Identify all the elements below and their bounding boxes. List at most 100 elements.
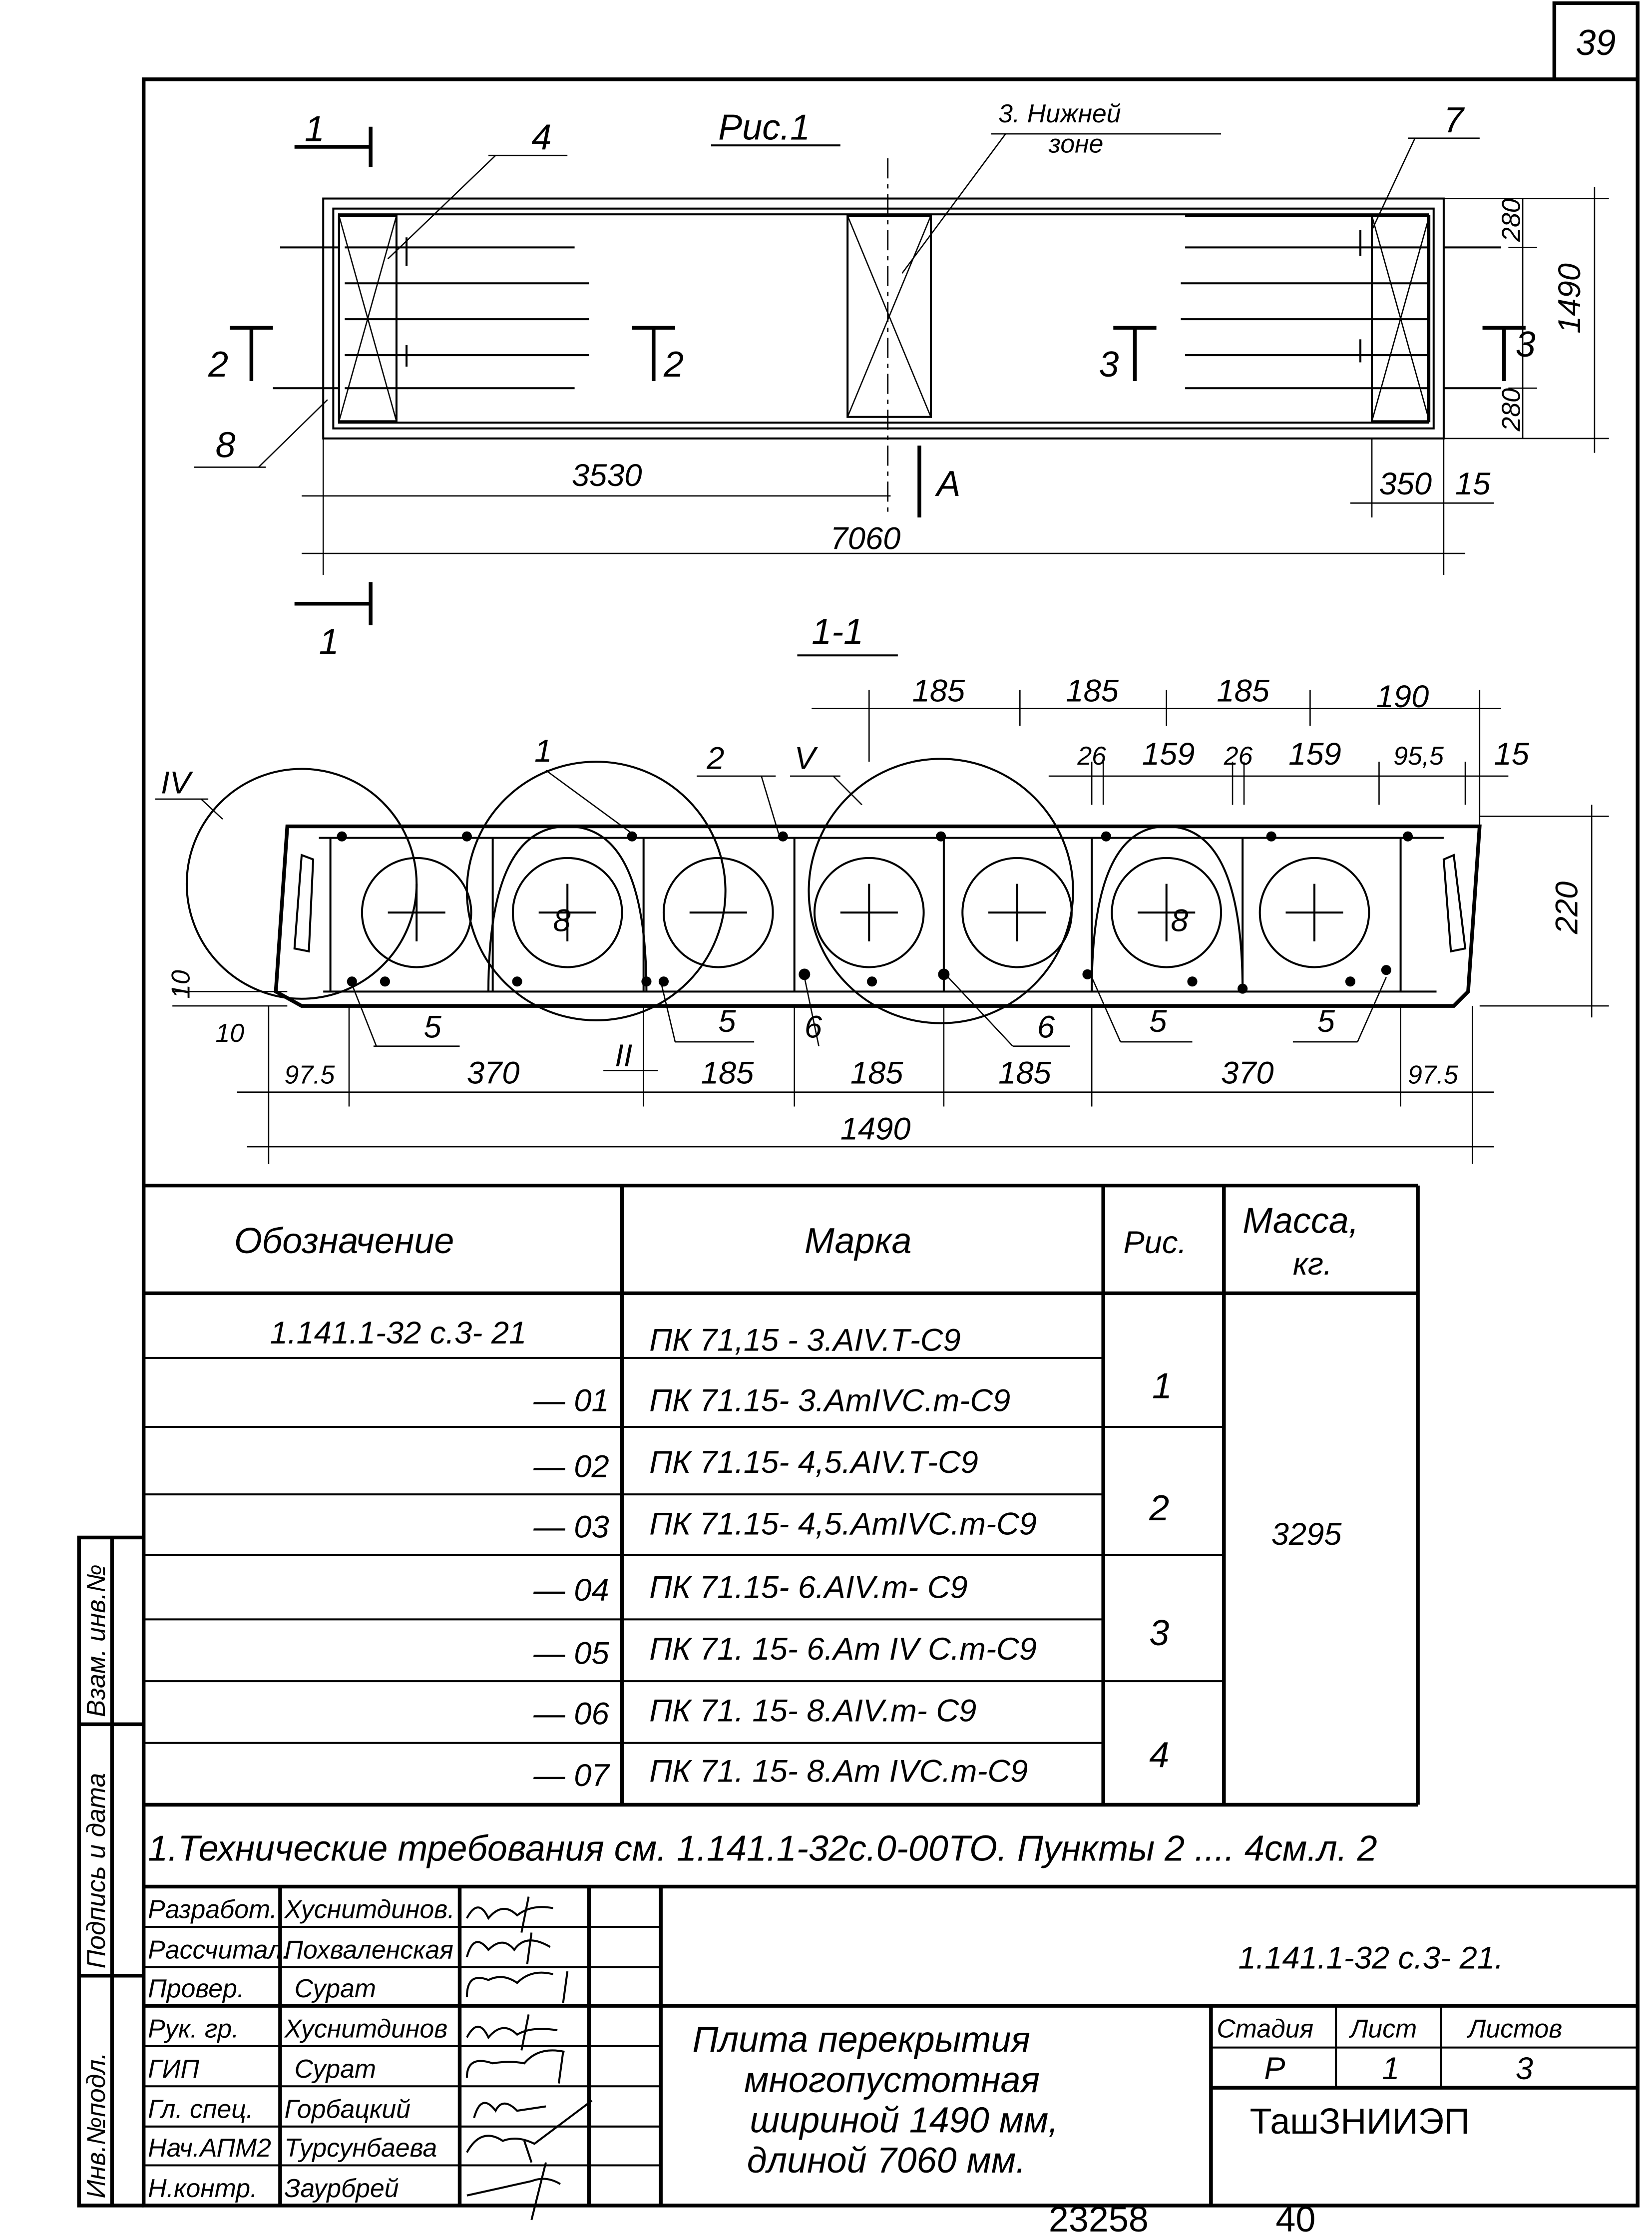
callout-8-left: 8 xyxy=(553,903,570,938)
row-mark: ПК 71.15- 3.АтIVС.т-С9 xyxy=(649,1383,1010,1418)
plan-title: Рис.1 xyxy=(718,108,810,148)
person-name: Похваленская xyxy=(285,1935,453,1964)
row-designation: — 03 xyxy=(533,1509,609,1544)
figure-cell: 3 xyxy=(1149,1613,1169,1653)
role-label: Гл. спец. xyxy=(148,2095,253,2124)
edge-dim-10-horizontal: 10 xyxy=(215,1018,244,1047)
document-code: 1.141.1-32 с.3- 21. xyxy=(1239,1940,1504,1975)
row-designation: — 01 xyxy=(533,1383,609,1418)
callout-5-c: 5 xyxy=(1149,1004,1167,1039)
row-mark: ПК 71. 15- 8.Ат IVС.т-С9 xyxy=(649,1754,1028,1789)
callout-6-b: 6 xyxy=(1037,1009,1055,1044)
dim-1490: 1490 xyxy=(1552,263,1587,334)
mass-cell: 3295 xyxy=(1271,1517,1342,1552)
callout-5-a: 5 xyxy=(424,1009,442,1044)
row-mark: ПК 71.15- 4,5.АтIVС.т-С9 xyxy=(649,1507,1037,1542)
sub-dim-95-5: 95,5 xyxy=(1393,741,1444,770)
callout-5-b: 5 xyxy=(718,1004,736,1039)
row-designation: — 07 xyxy=(533,1758,610,1793)
plan-view: Рис.1 3. Нижней зоне xyxy=(194,99,1609,662)
dim-280-top: 280 xyxy=(1496,198,1525,242)
row-mark: ПК 71.15- 4,5.АIV.Т-С9 xyxy=(649,1445,978,1480)
total-dim-1490: 1490 xyxy=(840,1112,911,1147)
sheets-value: 3 xyxy=(1516,2051,1533,2086)
header-mass-unit: кг. xyxy=(1293,1247,1332,1282)
callout-detail-iv: IV xyxy=(161,765,194,800)
dim-280-bottom: 280 xyxy=(1496,388,1525,432)
dim-15: 15 xyxy=(1455,466,1491,501)
row-designation: — 05 xyxy=(533,1636,609,1671)
role-label: Разработ. xyxy=(148,1895,277,1924)
row-designation: — 02 xyxy=(533,1449,609,1484)
edge-dim-10-vertical: 10 xyxy=(166,970,195,999)
section-mark-3-right: 3 xyxy=(1516,325,1536,365)
side-strip: Взам. инв.№ Подпись и дата Инв.№подл. xyxy=(77,1535,144,2208)
row-mark: ПК 71,15 - 3.АIV.Т-С9 xyxy=(649,1323,960,1357)
section-view: 1-1 xyxy=(155,612,1609,1164)
callout-7: 7 xyxy=(1444,100,1465,140)
callout-detail-v: V xyxy=(795,741,819,776)
dim-3530: 3530 xyxy=(572,458,642,493)
stage-value: Р xyxy=(1264,2051,1285,2086)
top-dim-2: 185 xyxy=(1066,673,1119,708)
person-name: Заурбрей xyxy=(285,2174,399,2203)
sub-dim-159b: 159 xyxy=(1288,737,1341,772)
role-label: Рассчитал. xyxy=(148,1935,289,1964)
voids xyxy=(361,825,1370,992)
dim-7060: 7060 xyxy=(830,521,901,556)
person-name: Горбацкий xyxy=(285,2095,411,2124)
sub-dim-26a: 26 xyxy=(1077,741,1106,770)
sheet-value: 1 xyxy=(1382,2051,1399,2086)
product-title-line-3: шириной 1490 мм, xyxy=(750,2100,1059,2140)
technical-note: 1.Технические требования см. 1.141.1-32с… xyxy=(148,1829,1377,1869)
side-label-inventory: Инв.№подл. xyxy=(81,2052,110,2198)
row-mark: ПК 71. 15- 8.АIV.т- С9 xyxy=(649,1694,976,1729)
side-label-replace: Взам. инв.№ xyxy=(81,1564,110,1717)
product-title-line-1: Плита перекрытия xyxy=(692,2020,1030,2060)
bottom-dim-370-right: 370 xyxy=(1221,1055,1274,1090)
section-title: 1-1 xyxy=(812,612,863,652)
marks-table: Обозначение Марка Рис. Масса, кг. 1.141.… xyxy=(143,1183,1420,1807)
section-mark-2-right: 2 xyxy=(663,345,684,385)
role-label: Нач.АПМ2 xyxy=(148,2133,271,2162)
product-title-line-2: многопустотная xyxy=(744,2060,1040,2100)
page-number: 39 xyxy=(1576,23,1616,63)
sheets-header: Листов xyxy=(1467,2014,1563,2043)
header-mass: Масса, xyxy=(1242,1201,1359,1241)
bottom-number: 23258 xyxy=(1049,2200,1149,2236)
callout-2: 2 xyxy=(706,741,724,776)
figure-cell: 4 xyxy=(1149,1736,1169,1776)
bottom-dim-185-1: 185 xyxy=(701,1055,754,1090)
callout-4: 4 xyxy=(531,118,551,158)
title-block: Разработ. Хуснитдинов. Рассчитал. Похвал… xyxy=(143,1884,1638,2221)
row-mark: ПК 71. 15- 6.Ат IV С.т-С9 xyxy=(649,1632,1037,1667)
section-mark-3-left: 3 xyxy=(1099,345,1119,385)
row-designation: — 06 xyxy=(533,1696,609,1731)
section-mark-1-top: 1 xyxy=(305,109,325,149)
header-figure: Рис. xyxy=(1123,1225,1187,1260)
person-name: Хуснитдинов xyxy=(284,2014,448,2043)
role-label: Рук. гр. xyxy=(148,2014,239,2043)
bottom-dim-97-5-right: 97.5 xyxy=(1408,1060,1458,1089)
note-bottom-zone: 3. Нижней xyxy=(998,99,1121,128)
row-mark: ПК 71.15- 6.АIV.т- С9 xyxy=(649,1570,968,1605)
header-designation: Обозначение xyxy=(234,1221,454,1261)
person-name: Сурат xyxy=(295,1974,376,2003)
section-mark-2-left: 2 xyxy=(208,345,228,385)
sheet-frame: 39 xyxy=(141,1,1640,2208)
detail-circles xyxy=(185,758,1074,1024)
organization: ТашЗНИИЭП xyxy=(1250,2102,1470,2142)
figure-cell: 2 xyxy=(1149,1488,1169,1528)
callout-8: 8 xyxy=(215,425,235,465)
side-label-signature: Подпись и дата xyxy=(81,1773,110,1969)
bottom-dim-97-5-left: 97.5 xyxy=(285,1060,335,1089)
callout-5-d: 5 xyxy=(1317,1004,1335,1039)
callout-6-a: 6 xyxy=(805,1009,823,1044)
figure-cell: 1 xyxy=(1152,1366,1172,1406)
signatures xyxy=(465,1896,593,2221)
product-title-line-4: длиной 7060 мм. xyxy=(747,2141,1026,2181)
bottom-dim-370-left: 370 xyxy=(467,1055,520,1090)
sheet-header: Лист xyxy=(1349,2014,1417,2043)
bottom-dim-185-2: 185 xyxy=(850,1055,903,1090)
